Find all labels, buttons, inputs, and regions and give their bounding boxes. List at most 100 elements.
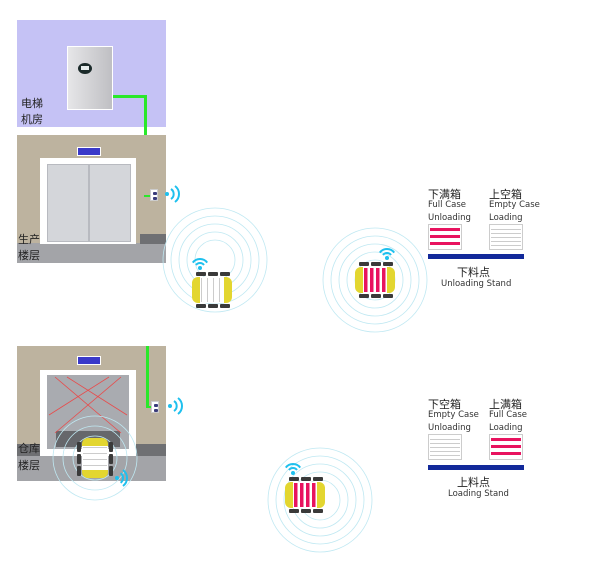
cable-to-callbox-warehouse xyxy=(146,406,152,408)
wifi-icon xyxy=(115,469,128,487)
wheel xyxy=(220,272,230,276)
production-floor-label-2: 楼层 xyxy=(18,249,40,262)
loading-right-en2: Loading xyxy=(489,423,523,433)
loading-left-rack xyxy=(428,434,462,460)
elevator-floor-indicator xyxy=(77,147,101,156)
wheel xyxy=(220,304,230,308)
full-case xyxy=(300,483,304,507)
unloading-stand-name: 下料点 xyxy=(457,266,490,279)
wheel xyxy=(208,304,218,308)
production-floor-threshold xyxy=(140,234,166,244)
unloading-stand-bar xyxy=(428,254,524,259)
machine-room-label-2: 机房 xyxy=(21,113,43,126)
wheel xyxy=(208,272,218,276)
unloading-left-title: 下满箱 xyxy=(428,188,461,201)
rack-shelf xyxy=(491,229,521,230)
signal-ring xyxy=(330,235,420,325)
rack-shelf xyxy=(430,443,460,444)
signal-ring xyxy=(275,455,365,545)
production-floor-label-1: 生产 xyxy=(18,233,40,246)
wifi-icon xyxy=(168,397,183,415)
wifi-icon xyxy=(165,185,180,203)
full-case xyxy=(312,483,316,507)
control-cable xyxy=(113,95,146,98)
loading-stand-bar xyxy=(428,465,524,470)
elevator-call-box xyxy=(150,189,158,201)
rack-shelf xyxy=(430,447,460,448)
wheel xyxy=(301,477,311,481)
wheel xyxy=(196,304,206,308)
full-case xyxy=(294,483,298,507)
wheel xyxy=(383,262,393,266)
full-case xyxy=(491,445,521,448)
warehouse-floor-label-2: 楼层 xyxy=(18,459,40,472)
wheel xyxy=(196,272,206,276)
wheel xyxy=(77,454,81,464)
machine-room-label-1: 电梯 xyxy=(21,97,43,110)
signal-ring xyxy=(72,435,118,481)
loading-right-title: 上满箱 xyxy=(489,398,522,411)
signal-ring xyxy=(52,415,138,501)
rack-shelf xyxy=(430,455,460,456)
signal-ring xyxy=(283,463,357,537)
unloading-left-en2: Unloading xyxy=(428,213,471,223)
elevator-floor-indicator-warehouse xyxy=(77,356,101,365)
full-case xyxy=(376,268,380,292)
unloading-right-title: 上空箱 xyxy=(489,188,522,201)
production-floor-ground xyxy=(17,243,166,263)
rack-shelf xyxy=(207,278,208,302)
wheel xyxy=(77,466,81,476)
full-case xyxy=(430,235,460,238)
wheel xyxy=(289,509,299,513)
unloading-right-en1: Empty Case xyxy=(489,200,540,210)
loading-left-en2: Unloading xyxy=(428,423,471,433)
signal-ring xyxy=(267,447,373,553)
robot-body xyxy=(77,438,113,478)
wheel xyxy=(301,509,311,513)
wifi-icon xyxy=(379,248,395,260)
unloading-left-en1: Full Case xyxy=(428,200,467,210)
full-case xyxy=(382,268,386,292)
rack-shelf xyxy=(83,459,107,460)
laser-safety-scan xyxy=(48,376,128,434)
full-case xyxy=(430,228,460,231)
warehouse-floor-label-1: 仓库 xyxy=(18,442,40,455)
wheel xyxy=(371,262,381,266)
wheel xyxy=(313,509,323,513)
loading-left-title: 下空箱 xyxy=(428,398,461,411)
rack-shelf xyxy=(219,278,220,302)
robot-body xyxy=(285,477,325,513)
wheel xyxy=(371,294,381,298)
rack-shelf xyxy=(83,453,107,454)
wheel xyxy=(359,262,369,266)
elevator-controller-cabinet xyxy=(67,46,113,110)
wheel xyxy=(109,442,113,452)
wheel xyxy=(289,477,299,481)
wheel xyxy=(383,294,393,298)
elevator-call-box-warehouse xyxy=(151,401,159,413)
wheel xyxy=(313,477,323,481)
unloading-stand-name-en: Unloading Stand xyxy=(441,279,512,289)
wheel xyxy=(359,294,369,298)
wifi-icon xyxy=(192,258,208,270)
rack-shelf xyxy=(430,439,460,440)
rack-shelf xyxy=(491,237,521,238)
loading-stand-name: 上料点 xyxy=(457,476,490,489)
rack-shelf xyxy=(201,278,202,302)
robot-body xyxy=(192,272,232,308)
loading-left-en1: Empty Case xyxy=(428,410,479,420)
signal-ring xyxy=(162,207,268,313)
rack-shelf xyxy=(83,447,107,448)
full-case xyxy=(430,242,460,245)
elevator-door-right xyxy=(89,164,131,242)
wheel xyxy=(109,454,113,464)
rack-shelf xyxy=(491,241,521,242)
loading-right-rack xyxy=(489,434,523,460)
unloading-right-rack xyxy=(489,224,523,250)
full-case xyxy=(370,268,374,292)
elevator-door-left xyxy=(47,164,89,242)
